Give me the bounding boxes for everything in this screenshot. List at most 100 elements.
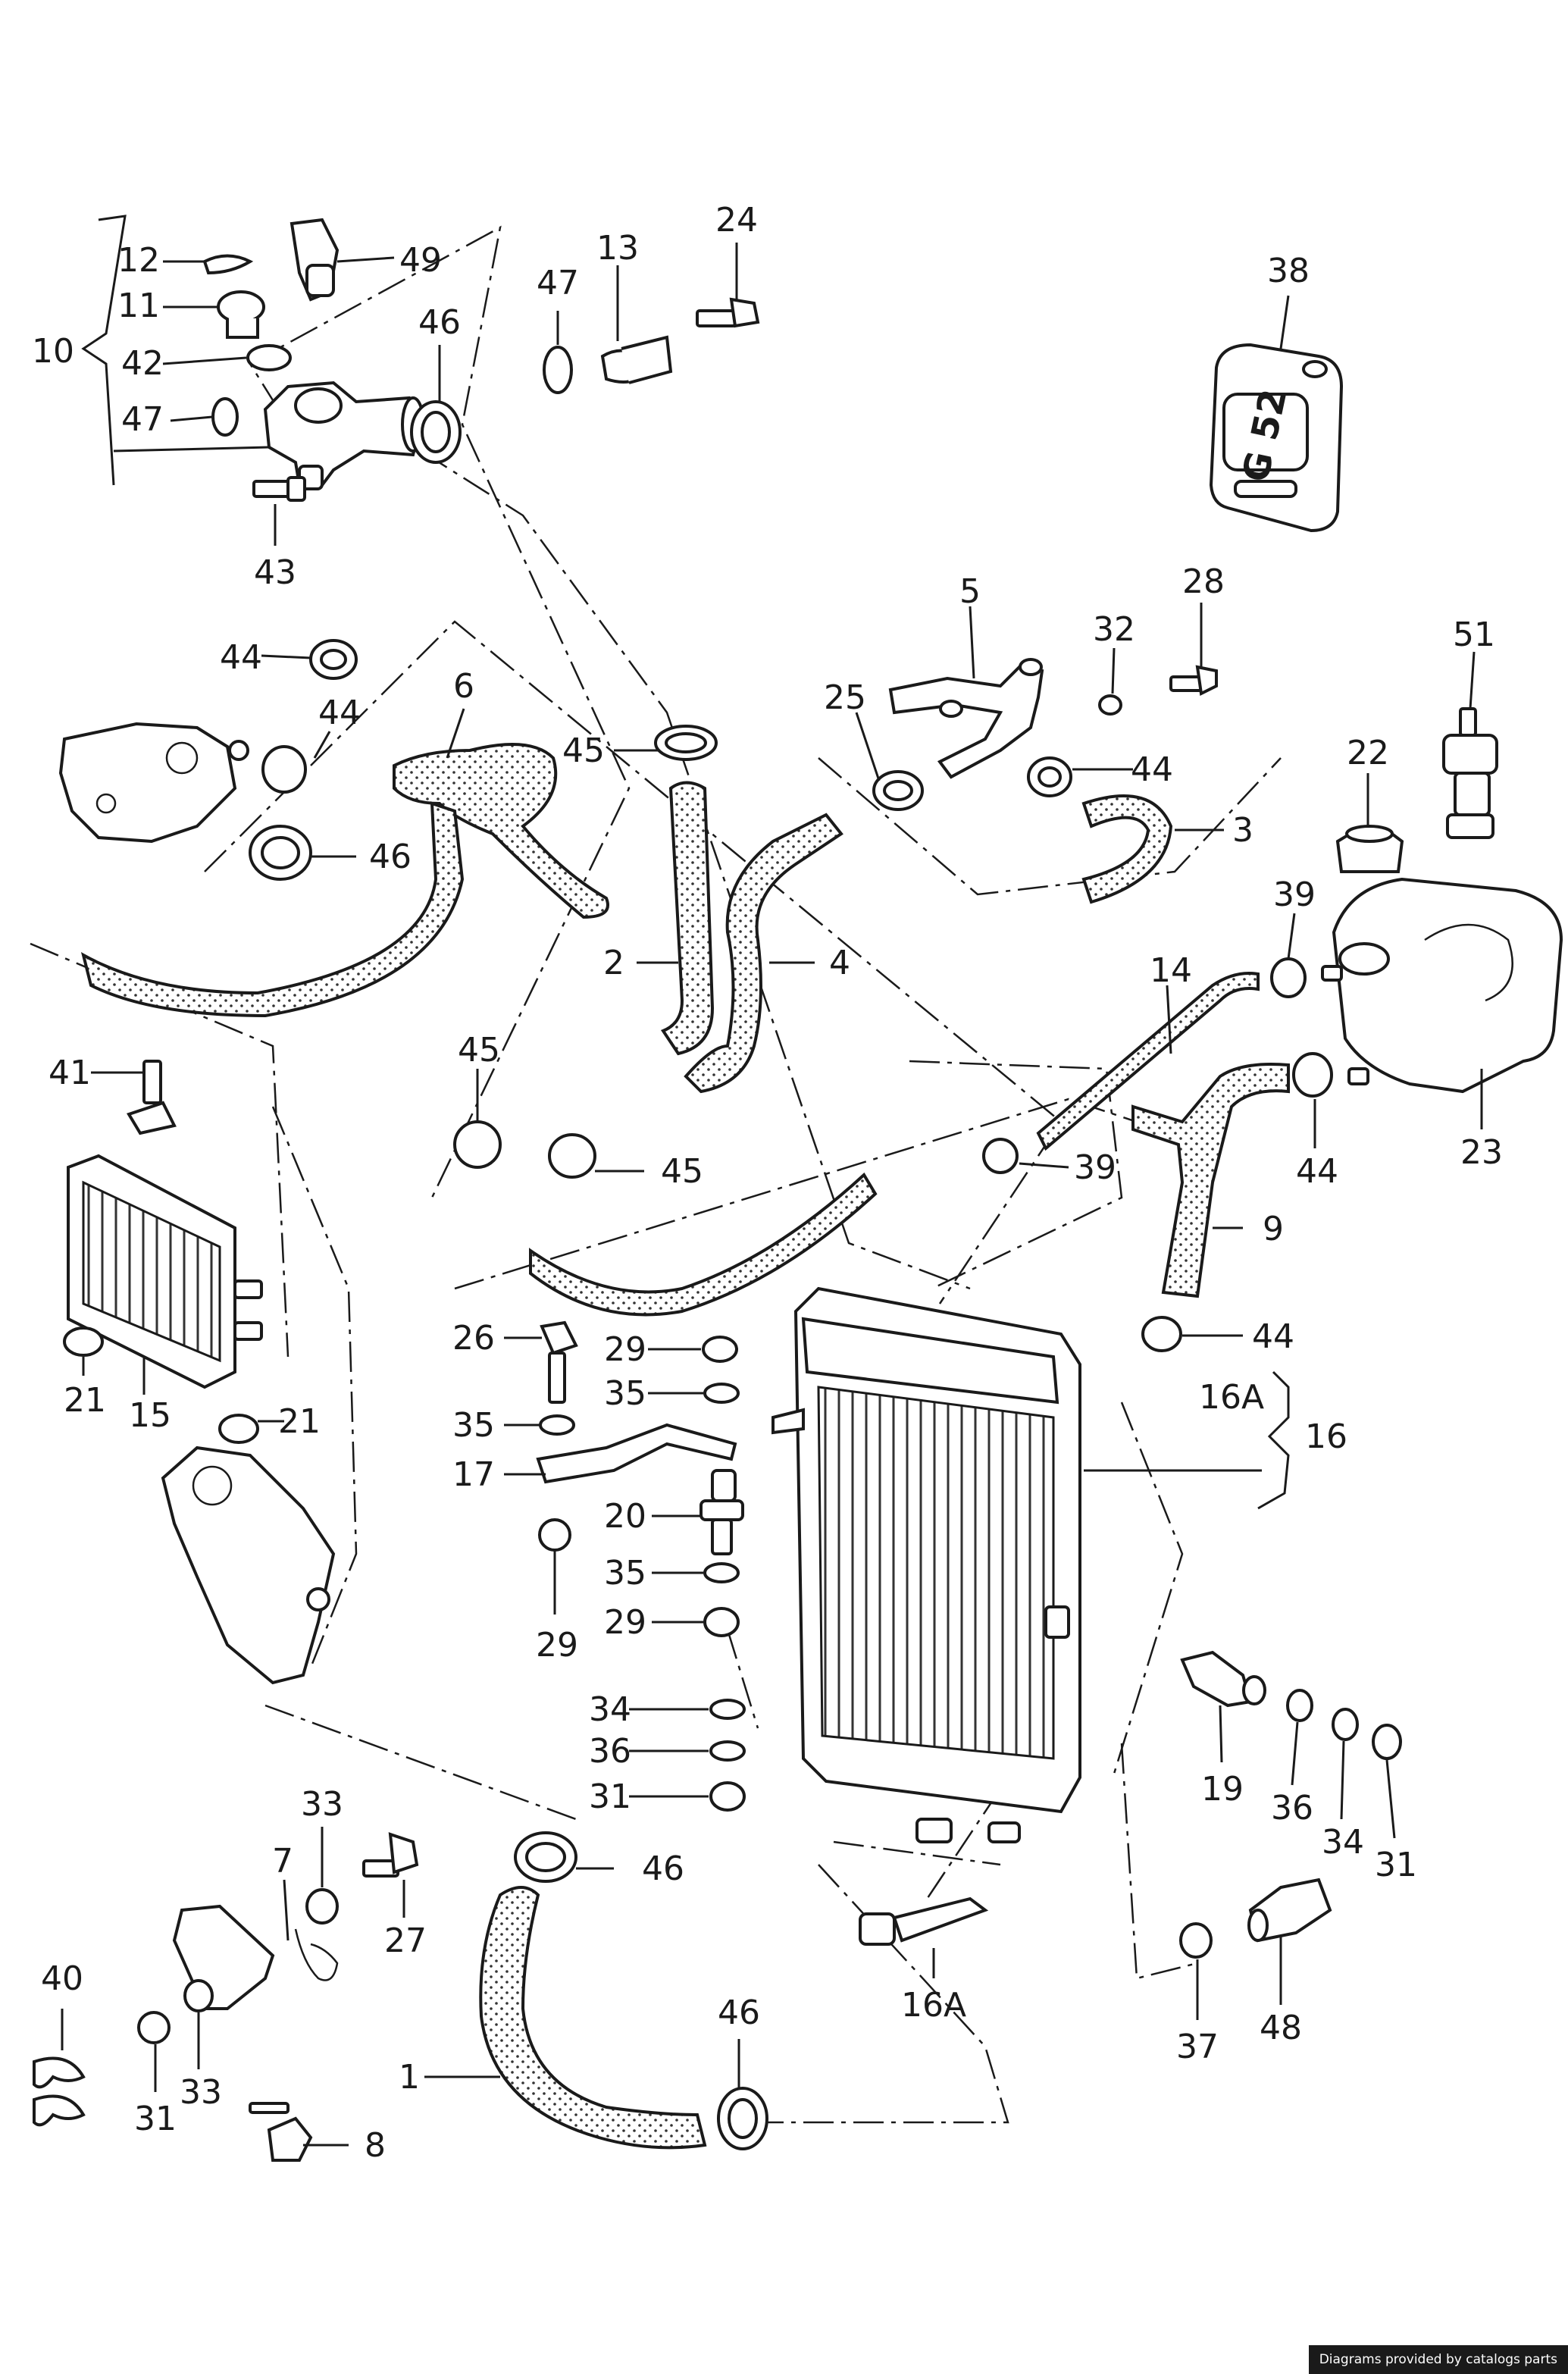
hose-clamp-46-lower-bottom [717,2087,768,2150]
label-11: 11 [117,287,160,325]
level-sensor-51 [1442,707,1498,839]
nut-31-center [709,1781,746,1812]
hose-clamp-44-pipe [1027,756,1072,797]
label-45-top: 45 [562,731,605,770]
washer-33-top [305,1888,339,1925]
label-8: 8 [365,2126,386,2165]
label-1: 1 [399,2058,420,2097]
label-16a-top: 16A [1199,1378,1264,1417]
label-46-top: 46 [418,303,461,342]
label-25: 25 [824,678,866,717]
label-19: 19 [1201,1770,1244,1809]
nut-31-left [137,2011,171,2044]
label-48: 48 [1260,2009,1302,2047]
label-16: 16 [1305,1417,1347,1456]
label-20: 20 [604,1497,646,1536]
spring-clip [202,254,254,275]
hose-clamp-44-tank [1292,1052,1333,1098]
label-5: 5 [959,572,981,611]
coolant-hose-6 [393,743,609,919]
label-6: 6 [453,667,474,706]
label-32: 32 [1093,610,1135,649]
washer-35-bottom [703,1562,740,1583]
clip-40 [33,2056,86,2127]
label-7: 7 [272,1842,293,1881]
hose-clamp-44-upper-left [309,639,358,680]
coolant-canister-38: G 52 [1209,343,1344,533]
seal-ring-47-left [211,397,239,437]
coolant-hose-1 [479,1886,707,2150]
callout-labels: 10 12 11 42 47 49 46 43 47 13 24 38 5 32… [32,201,1503,2165]
washer-35-top [703,1383,740,1404]
bolt-28 [1169,665,1218,697]
sensor-16a [859,1896,989,1946]
label-33-top: 33 [301,1785,343,1824]
credit-badge: Diagrams provided by catalogs parts [1308,2345,1568,2374]
engine-housing-fragment [58,722,249,844]
water-pipe-5 [888,658,1044,779]
coolant-hose-9 [1131,1063,1290,1298]
hose-clamp-25 [872,770,924,811]
expansion-tank-23 [1321,877,1563,1094]
hose-clamp-39-mid [982,1138,1019,1174]
nut-21-left [63,1326,104,1357]
label-44-tank: 44 [1296,1152,1338,1191]
label-44-pipe: 44 [1131,750,1173,789]
credit-text: Diagrams provided by catalogs parts [1319,2352,1557,2367]
label-44-upper-left: 44 [220,638,262,677]
label-10: 10 [32,332,74,371]
label-47-center: 47 [537,264,579,302]
label-31-center: 31 [589,1777,631,1816]
hose-clamp-46-lower-top [514,1831,577,1883]
main-radiator-16 [771,1286,1081,1843]
label-31-right: 31 [1375,1846,1417,1884]
label-4: 4 [829,944,850,982]
nut-29-top [702,1336,738,1363]
washer-35-left [539,1414,575,1436]
washer-47-center [543,346,573,394]
label-24: 24 [715,201,758,240]
label-13: 13 [596,229,639,268]
filler-cap-22 [1335,825,1404,873]
nut-31-right [1372,1724,1402,1760]
washer-36-right [1286,1689,1313,1722]
label-27: 27 [384,1921,427,1960]
label-28: 28 [1182,562,1225,601]
thermostat-housing [263,381,425,490]
bleed-screw [217,290,265,339]
hose-clamp-46-left [249,825,312,881]
label-51: 51 [1453,615,1495,654]
label-46-lower-bottom: 46 [718,1993,760,2032]
label-22: 22 [1347,734,1389,772]
hose-clamp-46-top [410,400,462,464]
label-33-bottom: 33 [180,2073,222,2112]
bracket-41 [127,1060,177,1135]
hose-clamp-39-top [1270,957,1307,998]
coolant-hose-2 [660,781,715,1056]
label-23: 23 [1460,1133,1503,1172]
label-29-bottom: 29 [604,1603,646,1642]
coolant-hose-14 [1036,972,1260,1151]
water-pump-housing [161,1445,336,1685]
label-16a-bottom: 16A [901,1986,966,2025]
label-49: 49 [399,241,442,280]
label-14: 14 [1150,951,1192,990]
label-21-left: 21 [64,1381,106,1420]
label-36-right: 36 [1271,1789,1313,1827]
label-41: 41 [49,1054,91,1092]
nut-29-bottom [703,1607,740,1637]
clip-8 [249,2102,313,2162]
label-15: 15 [129,1396,171,1435]
label-38: 38 [1267,252,1310,290]
label-35-left: 35 [452,1406,495,1445]
label-43: 43 [254,553,296,592]
hose-clamp-44-left [261,745,307,794]
label-12: 12 [117,241,160,280]
temperature-sensor-49 [290,218,340,302]
washer-34-center [709,1699,746,1720]
seal-ring-42 [246,344,292,371]
temperature-switch-48 [1247,1878,1332,1943]
auxiliary-radiator-15 [67,1154,263,1389]
label-26: 26 [452,1319,495,1358]
label-39-mid: 39 [1074,1148,1116,1187]
